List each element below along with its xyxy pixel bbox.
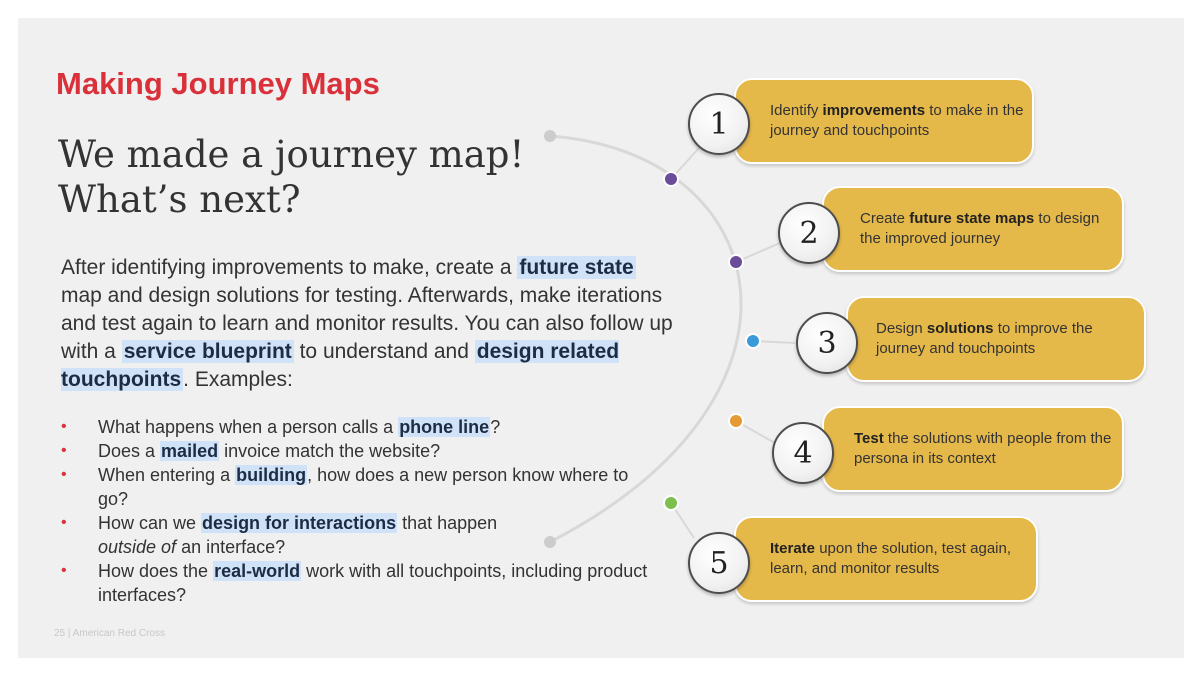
bullet-text: invoice match the website? bbox=[219, 441, 441, 461]
step-number-1: 1 bbox=[688, 93, 750, 155]
slide-footer: 25 | American Red Cross bbox=[54, 628, 165, 639]
step-card-5: Iterate upon the solution, test again, l… bbox=[734, 516, 1038, 602]
intro-text-4: . Examples: bbox=[183, 368, 293, 391]
bullet-text: When entering a bbox=[98, 465, 236, 485]
step-4-text: Test the solutions with people from the … bbox=[854, 430, 1112, 467]
bullet-highlight: building bbox=[235, 465, 308, 485]
list-item: • How can we design for interactions that… bbox=[61, 511, 661, 559]
intro-paragraph: After identifying improvements to make, … bbox=[61, 254, 681, 394]
list-item: • When entering a building, how does a ne… bbox=[61, 463, 661, 511]
bullet-icon: • bbox=[61, 466, 67, 483]
arc-dot-5 bbox=[663, 495, 679, 511]
step-card-1: Identify improvements to make in the jou… bbox=[734, 78, 1034, 164]
bullet-highlight: mailed bbox=[160, 441, 220, 461]
step-2-text: Create future state maps to design the i… bbox=[860, 210, 1100, 247]
list-item: • Does a mailed invoice match the website… bbox=[61, 439, 661, 463]
bullet-highlight: design for interactions bbox=[201, 513, 398, 533]
step-number-2: 2 bbox=[778, 202, 840, 264]
bullet-text: that happen bbox=[397, 513, 498, 533]
bullet-text: ? bbox=[490, 417, 501, 437]
slide: Making Journey Maps We made a journey ma… bbox=[18, 18, 1184, 658]
slide-heading: We made a journey map! What’s next? bbox=[58, 132, 524, 222]
bullet-text: an interface? bbox=[176, 537, 286, 557]
bullet-text: How does the bbox=[98, 561, 214, 581]
journey-arc bbox=[544, 130, 796, 548]
step-card-4: Test the solutions with people from the … bbox=[822, 406, 1124, 492]
arc-dot-3 bbox=[745, 333, 761, 349]
examples-list: • What happens when a person calls a phon… bbox=[61, 415, 661, 607]
intro-text-1: After identifying improvements to make, … bbox=[61, 256, 518, 279]
arc-end-dot-bottom bbox=[544, 536, 556, 548]
intro-text-3: to understand and bbox=[293, 340, 475, 363]
list-item: • How does the real-world work with all t… bbox=[61, 559, 661, 607]
step-card-3: Design solutions to improve the journey … bbox=[846, 296, 1146, 382]
list-item: • What happens when a person calls a phon… bbox=[61, 415, 661, 439]
step-number-4: 4 bbox=[772, 422, 834, 484]
intro-text-2: map and design solutions for testing. Af… bbox=[61, 284, 673, 363]
bullet-text: work with all touchpoints, including pro… bbox=[98, 561, 648, 605]
highlight-future-state: future state bbox=[517, 256, 636, 279]
bullet-icon: • bbox=[61, 442, 67, 459]
bullet-highlight: real-world bbox=[213, 561, 302, 581]
heading-line-2: What’s next? bbox=[58, 178, 301, 221]
step-1-text: Identify improvements to make in the jou… bbox=[770, 102, 1024, 139]
bullet-icon: • bbox=[61, 514, 67, 531]
step-number-3: 3 bbox=[796, 312, 858, 374]
bullet-icon: • bbox=[61, 562, 67, 579]
step-number-5: 5 bbox=[688, 532, 750, 594]
bullet-italic: outside of bbox=[98, 537, 177, 557]
bullet-text: How can we bbox=[98, 513, 202, 533]
arc-line bbox=[549, 134, 743, 544]
step-3-text: Design solutions to improve the journey … bbox=[876, 320, 1093, 357]
arc-end-dot-top bbox=[544, 130, 556, 142]
heading-line-1: We made a journey map! bbox=[58, 133, 525, 176]
arc-dot-2 bbox=[728, 254, 744, 270]
bullet-icon: • bbox=[61, 418, 67, 435]
arc-dot-1 bbox=[663, 171, 679, 187]
step-card-2: Create future state maps to design the i… bbox=[822, 186, 1124, 272]
bullet-text: , how does a new person know where to go… bbox=[98, 465, 629, 509]
slide-title: Making Journey Maps bbox=[56, 66, 380, 101]
bullet-text: Does a bbox=[98, 441, 161, 461]
highlight-service-blueprint: service blueprint bbox=[121, 340, 294, 363]
bullet-text: What happens when a person calls a bbox=[98, 417, 399, 437]
bullet-highlight: phone line bbox=[398, 417, 491, 437]
step-5-text: Iterate upon the solution, test again, l… bbox=[770, 540, 1012, 577]
arc-dot-4 bbox=[728, 413, 744, 429]
